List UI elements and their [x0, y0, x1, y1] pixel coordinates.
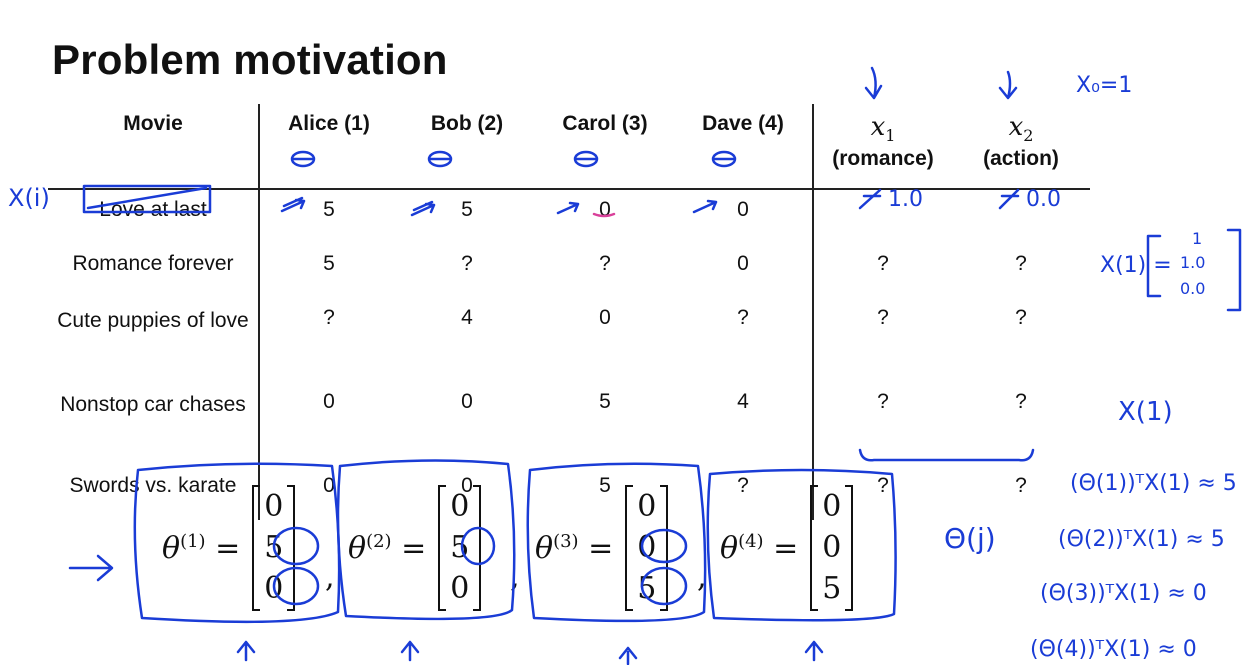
product-annotation: (Θ(1))ᵀX(1) ≈ 5: [1070, 471, 1237, 496]
x1-vector-entry: 0.0: [1180, 279, 1205, 298]
product-annotation: (Θ(2))ᵀX(1) ≈ 5: [1058, 527, 1225, 552]
x1-annotation: X(1): [1118, 397, 1173, 427]
rating-cell: 4: [461, 306, 473, 329]
x1-cell: ?: [812, 382, 952, 466]
header-user: Dave (4): [674, 104, 813, 190]
ratings-table: Movie Alice (1) Bob (2) Carol (3) Dave (…: [48, 104, 1090, 520]
page-title: Problem motivation: [52, 36, 448, 83]
table-row: Nonstop car chases 0 0 5 4 ? ?: [48, 382, 1090, 466]
rating-cell: 0: [323, 390, 335, 413]
vector-bracket: [1146, 228, 1242, 312]
up-arrow-icon: [400, 640, 420, 662]
rating-cell: ?: [599, 252, 611, 275]
rating-cell: 4: [737, 390, 749, 413]
product-annotation: (Θ(4))ᵀX(1) ≈ 0: [1030, 637, 1197, 662]
table-row: Romance forever 5 ? ? 0 ? ?: [48, 244, 1090, 298]
rating-cell: 5: [323, 198, 335, 221]
x1-vector-entry: 1.0: [1180, 253, 1205, 272]
x2-cell: ?: [952, 189, 1090, 244]
x1-cell: ?: [812, 244, 952, 298]
movie-cell: Cute puppies of love: [48, 298, 260, 382]
rating-cell: 0: [599, 306, 611, 329]
x2-label: (action): [983, 147, 1059, 171]
rating-cell: 5: [599, 390, 611, 413]
x2-symbol: x2: [1008, 112, 1034, 146]
header-user: Alice (1): [259, 104, 398, 190]
right-arrow-icon: [68, 554, 114, 582]
comma: ,: [510, 560, 520, 595]
movie-cell: Love at last: [48, 189, 260, 244]
movie-cell: Nonstop car chases: [48, 382, 260, 466]
x1-label: (romance): [832, 147, 934, 171]
header-user: Carol (3): [536, 104, 674, 190]
up-arrow-icon: [804, 640, 824, 662]
theta-symbol: θ(2): [348, 530, 392, 566]
table-row: Love at last 5 5 0 0 ? ?: [48, 189, 1090, 244]
x2-cell: ?: [1015, 474, 1027, 497]
rating-cell: 5: [323, 252, 335, 275]
comma: ,: [697, 560, 707, 595]
x1-symbol: x1: [870, 112, 896, 146]
table-row: Cute puppies of love ? 4 0 ? ? ?: [48, 298, 1090, 382]
header-x2: x2 (action): [952, 104, 1090, 190]
x1-vector-label: X(1) =: [1100, 253, 1172, 278]
comma: ,: [325, 560, 335, 595]
rating-cell: ?: [323, 306, 335, 329]
rating-cell: 0: [599, 198, 611, 221]
header-user: Bob (2): [398, 104, 536, 190]
table-header-row: Movie Alice (1) Bob (2) Carol (3) Dave (…: [48, 104, 1090, 190]
x1-cell: ?: [812, 298, 952, 382]
user-name: Carol (3): [562, 112, 648, 135]
rating-cell: 0: [737, 198, 749, 221]
down-arrow-icon: [864, 66, 883, 100]
up-arrow-icon: [618, 646, 638, 665]
x2-cell: ?: [1015, 390, 1027, 413]
x2-cell: ?: [1015, 252, 1027, 275]
rating-cell: ?: [461, 252, 473, 275]
header-x1: x1 (romance): [812, 104, 952, 190]
up-arrow-icon: [236, 640, 256, 662]
rating-cell: 5: [461, 198, 473, 221]
theta-symbol: θ(4): [720, 530, 764, 566]
x2-cell: ?: [1015, 306, 1027, 329]
theta-symbol: θ(3): [535, 530, 579, 566]
xi-annotation: X(i): [8, 184, 50, 212]
header-movie: Movie: [48, 104, 260, 190]
x0-annotation: X₀=1: [1076, 73, 1132, 98]
theta-symbol: θ(1): [162, 530, 206, 566]
x1-vector-entry: 1: [1192, 229, 1202, 248]
rating-cell: ?: [737, 306, 749, 329]
movie-cell: Romance forever: [48, 244, 260, 298]
down-arrow-icon: [998, 70, 1018, 100]
theta-j-annotation: Θ(j): [944, 522, 996, 555]
product-annotation: (Θ(3))ᵀX(1) ≈ 0: [1040, 581, 1207, 606]
rating-cell: 0: [737, 252, 749, 275]
x1-cell: ?: [812, 189, 952, 244]
rating-cell: 0: [461, 390, 473, 413]
user-name: Alice (1): [288, 112, 370, 135]
user-name: Bob (2): [430, 112, 504, 135]
user-name: Dave (4): [702, 112, 784, 135]
